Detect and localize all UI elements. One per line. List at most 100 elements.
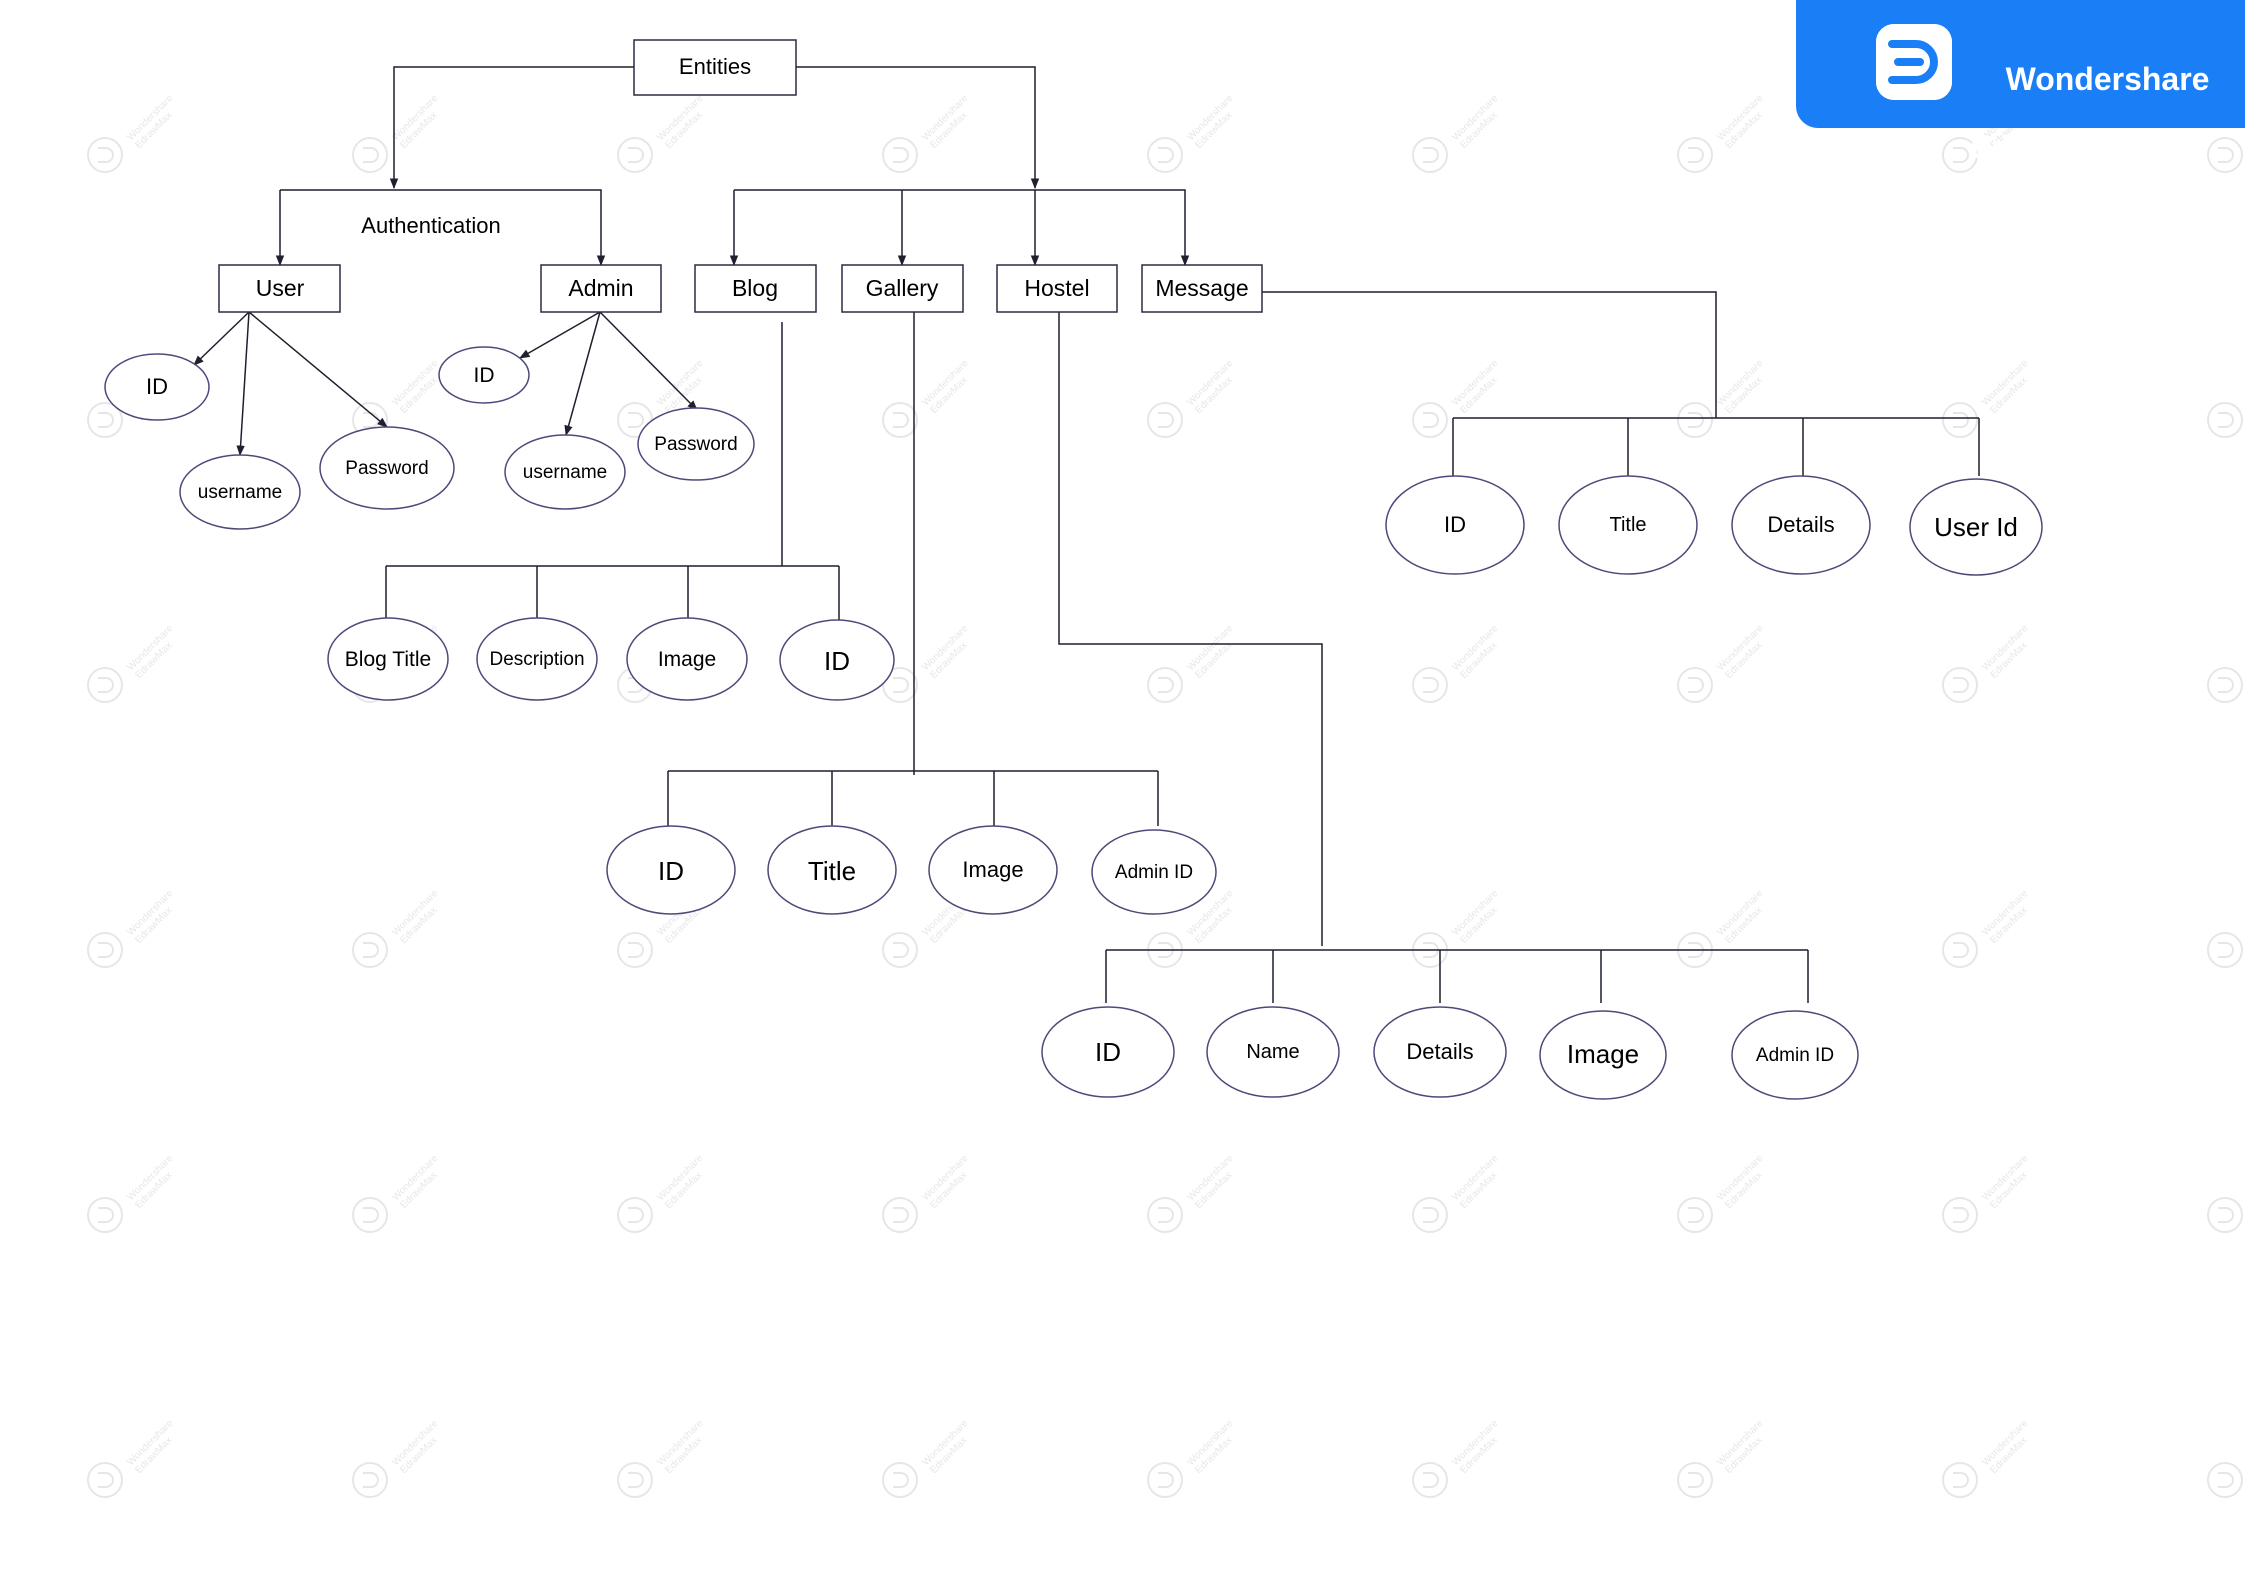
edrawmax-watermark-icon xyxy=(1147,667,1183,703)
attribute-label: ID xyxy=(1095,1037,1121,1067)
entity-entities[interactable]: Entities xyxy=(633,39,797,96)
brand-badge[interactable]: Wondershare EdrawMax xyxy=(1796,0,2245,164)
connector-blog-drops xyxy=(385,566,840,620)
attribute-blog-title[interactable]: Blog Title xyxy=(327,617,449,701)
attribute-label: Details xyxy=(1767,512,1834,537)
edrawmax-watermark-icon xyxy=(1147,1462,1183,1498)
edrawmax-watermark-icon xyxy=(1942,1462,1978,1498)
attribute-admin-username[interactable]: username xyxy=(504,434,626,510)
edrawmax-watermark-icon xyxy=(1412,1462,1448,1498)
attribute-gallery-id[interactable]: ID xyxy=(606,825,736,915)
attribute-hostel-details[interactable]: Details xyxy=(1373,1006,1507,1098)
attribute-message-user-id[interactable]: User Id xyxy=(1909,478,2043,576)
entity-admin-label: Admin xyxy=(568,275,633,301)
authentication-label: Authentication xyxy=(361,213,500,238)
entity-blog[interactable]: Blog xyxy=(694,264,817,313)
entity-message[interactable]: Message xyxy=(1141,264,1263,313)
attribute-blog-id[interactable]: ID xyxy=(779,619,895,701)
connector-user-password xyxy=(248,311,388,428)
attribute-label: Title xyxy=(808,856,856,886)
edrawmax-watermark-icon xyxy=(352,137,388,173)
edrawmax-watermark-icon xyxy=(2207,1197,2243,1233)
attribute-hostel-image[interactable]: Image xyxy=(1539,1010,1667,1100)
attribute-label: User Id xyxy=(1934,512,2018,542)
attribute-label: ID xyxy=(658,856,684,886)
attribute-label: username xyxy=(198,482,283,503)
brand-name-line2: EdrawMax xyxy=(1970,129,2129,165)
connector-user-id xyxy=(193,311,250,366)
attribute-admin-password[interactable]: Password xyxy=(637,407,755,481)
attribute-admin-id[interactable]: ID xyxy=(438,346,530,404)
attribute-label: Blog Title xyxy=(345,648,431,671)
edrawmax-watermark-icon xyxy=(1412,667,1448,703)
edrawmax-watermark-icon xyxy=(1412,1197,1448,1233)
entity-admin[interactable]: Admin xyxy=(540,264,662,313)
attribute-message-title[interactable]: Title xyxy=(1558,475,1698,575)
entity-hostel[interactable]: Hostel xyxy=(996,264,1118,313)
edrawmax-watermark-icon xyxy=(1942,667,1978,703)
edrawmax-watermark-icon xyxy=(882,1197,918,1233)
attribute-blog-image[interactable]: Image xyxy=(626,617,748,701)
edrawmax-watermark-icon xyxy=(1412,402,1448,438)
attribute-gallery-image[interactable]: Image xyxy=(928,825,1058,915)
edrawmax-watermark-icon xyxy=(87,137,123,173)
attribute-hostel-admin-id[interactable]: Admin ID xyxy=(1731,1010,1859,1100)
attribute-label: Description xyxy=(489,649,584,670)
edrawmax-watermark-icon xyxy=(87,1197,123,1233)
entity-gallery[interactable]: Gallery xyxy=(841,264,964,313)
attribute-label: Image xyxy=(1567,1039,1639,1069)
attribute-user-username[interactable]: username xyxy=(179,454,301,530)
attribute-user-password[interactable]: Password xyxy=(319,426,455,510)
edrawmax-watermark-icon xyxy=(352,1462,388,1498)
attribute-label: username xyxy=(523,462,608,483)
attribute-label: Image xyxy=(658,648,716,671)
edrawmax-watermark-icon xyxy=(352,932,388,968)
edrawmax-watermark-icon xyxy=(617,1197,653,1233)
edrawmax-watermark-icon xyxy=(2207,932,2243,968)
attribute-label: Admin ID xyxy=(1115,862,1193,883)
attribute-hostel-id[interactable]: ID xyxy=(1041,1006,1175,1098)
attribute-message-details[interactable]: Details xyxy=(1731,475,1871,575)
attribute-message-id[interactable]: ID xyxy=(1385,475,1525,575)
connector-user-username xyxy=(236,311,250,457)
connector-admin-username xyxy=(564,311,601,437)
attribute-layer: ID username Password ID username Passwor… xyxy=(104,346,2043,1100)
edrawmax-watermark-icon xyxy=(1147,137,1183,173)
attribute-user-id[interactable]: ID xyxy=(104,353,210,421)
edrawmax-watermark-icon xyxy=(87,1462,123,1498)
attribute-gallery-admin-id[interactable]: Admin ID xyxy=(1091,829,1217,915)
attribute-blog-description[interactable]: Description xyxy=(476,617,598,701)
edrawmax-watermark-icon xyxy=(87,402,123,438)
connector-message-drops xyxy=(1452,418,1980,476)
attribute-gallery-title[interactable]: Title xyxy=(767,825,897,915)
entity-user[interactable]: User xyxy=(218,264,341,313)
attribute-label: ID xyxy=(1444,512,1466,537)
attribute-hostel-name[interactable]: Name xyxy=(1206,1006,1340,1098)
edrawmax-watermark-icon xyxy=(1412,137,1448,173)
edrawmax-watermark-icon xyxy=(87,667,123,703)
